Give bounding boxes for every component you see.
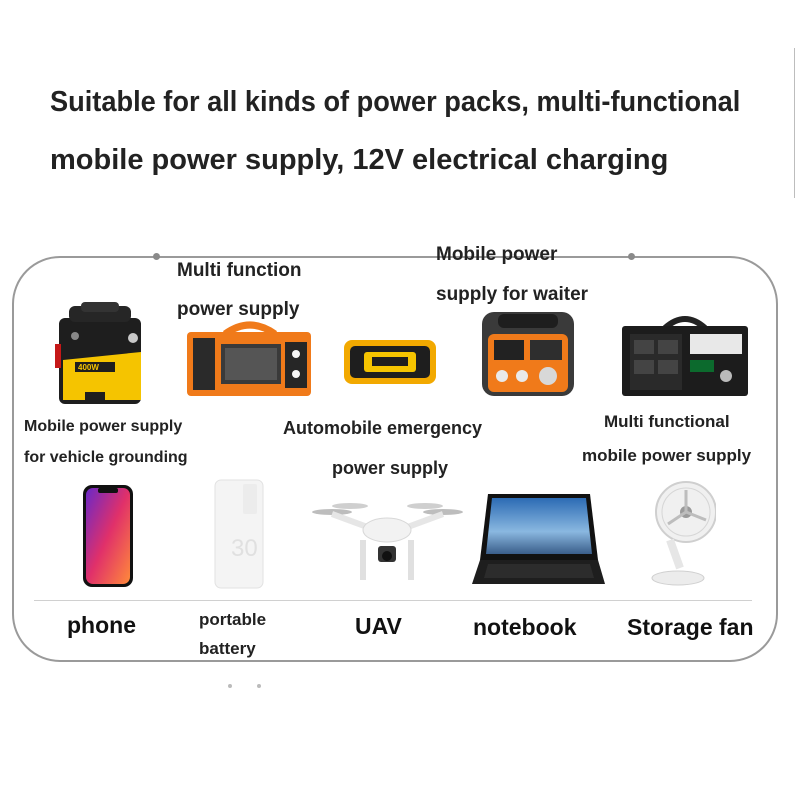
power-station-image [478,308,578,398]
label-emergency-1: Automobile emergency [283,418,483,438]
svg-text:30: 30 [231,535,258,562]
portable-battery-image: 30 [213,478,265,590]
label-battery-1: portable [199,610,267,629]
artifact-dot [228,684,232,688]
multi-functional-box-image [620,316,750,398]
label-mobile-waiter-2: supply for waiter [436,284,589,305]
phone-image [82,484,134,588]
label-mobile-waiter-1: Mobile power [436,244,558,265]
label-emergency-2: power supply [332,458,449,478]
label-battery-2: battery [199,639,256,658]
headline-line-1: Suitable for all kinds of power packs, m… [50,86,741,118]
headline-line-2: mobile power supply, 12V electrical char… [50,144,669,176]
emergency-power-image [344,340,436,384]
orange-power-supply-image [185,318,315,398]
frame-dot-left [153,253,160,260]
label-phone: phone [67,612,136,638]
jump-starter-badge: 400W [78,363,99,372]
jump-starter-image: 400W [55,300,150,410]
label-multi-function-1: Multi function [177,260,302,281]
frame-dot-right [628,253,635,260]
label-notebook: notebook [473,614,577,640]
label-storage-fan: Storage fan [627,614,754,640]
storage-fan-image [646,476,716,588]
notebook-image [470,490,605,588]
label-uav: UAV [355,613,402,639]
label-multi-function-2: power supply [177,299,300,320]
artifact-dot [257,684,261,688]
uav-drone-image [310,498,465,588]
edge-line [794,48,795,198]
products-frame [12,256,778,662]
label-grounding-1: Mobile power supply [24,418,183,435]
label-grounding-2: for vehicle grounding [24,449,188,466]
row-divider [34,600,752,601]
label-functional-1: Multi functional [604,412,730,431]
label-functional-2: mobile power supply [582,446,752,465]
